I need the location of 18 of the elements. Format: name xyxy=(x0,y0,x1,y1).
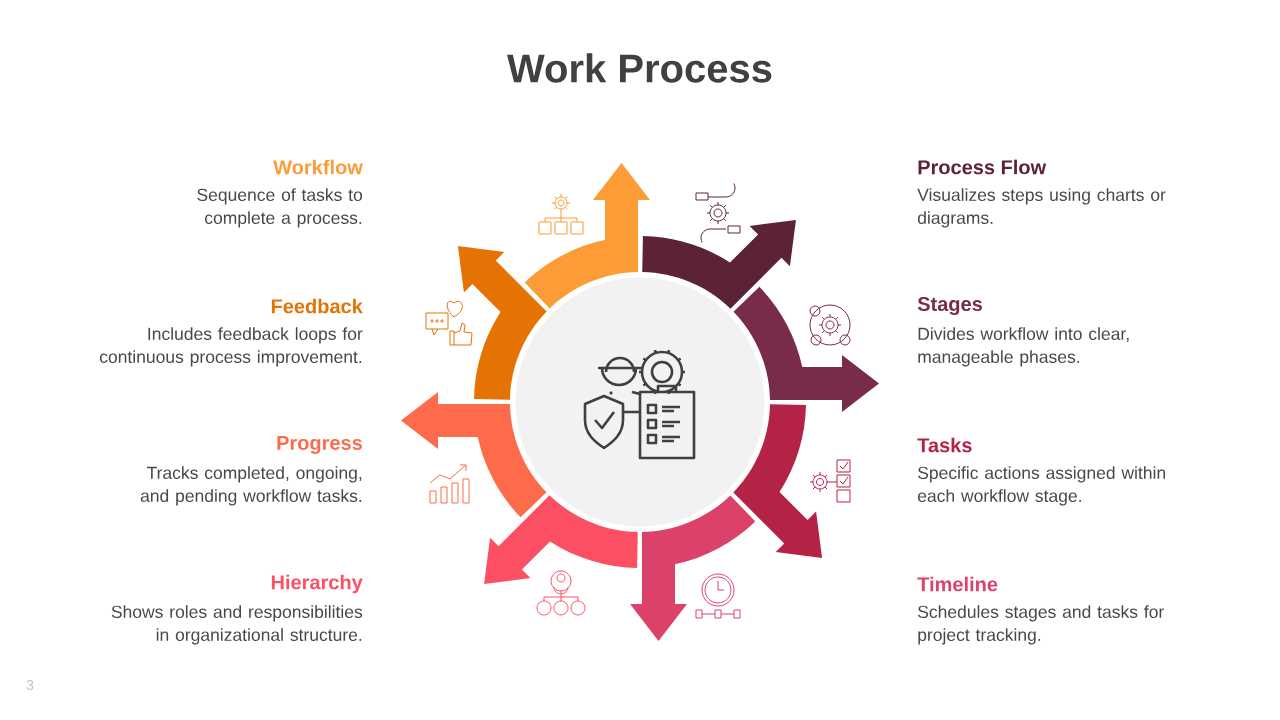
page-number: 3 xyxy=(26,680,34,690)
description: Includes feedback loops for continuous process improvement. xyxy=(99,327,363,367)
heading: Workflow xyxy=(273,159,363,175)
heading: Hierarchy xyxy=(271,574,363,594)
description: Schedules stages and tasks for project tracking. xyxy=(918,605,1164,645)
heading: Progress xyxy=(277,436,362,454)
description: Visualizes steps using charts or diagrams. xyxy=(917,188,1166,228)
title: Work Process xyxy=(507,53,772,83)
heading: Feedback xyxy=(271,298,363,314)
heading: Timeline xyxy=(917,576,998,592)
heading: Process Flow xyxy=(918,159,1047,175)
description: Specific actions assigned within each workflow stage. xyxy=(917,466,1165,506)
description: Sequence of tasks to complete a process. xyxy=(197,188,363,228)
description: Divides workflow into clear, manageable phases. xyxy=(918,327,1129,367)
description: Tracks completed, ongoing, and pending workflow tasks. xyxy=(140,466,362,506)
heading: Tasks xyxy=(917,437,972,453)
heading: Stages xyxy=(917,296,982,316)
description: Shows roles and responsibilities in organizational structure. xyxy=(111,605,363,645)
